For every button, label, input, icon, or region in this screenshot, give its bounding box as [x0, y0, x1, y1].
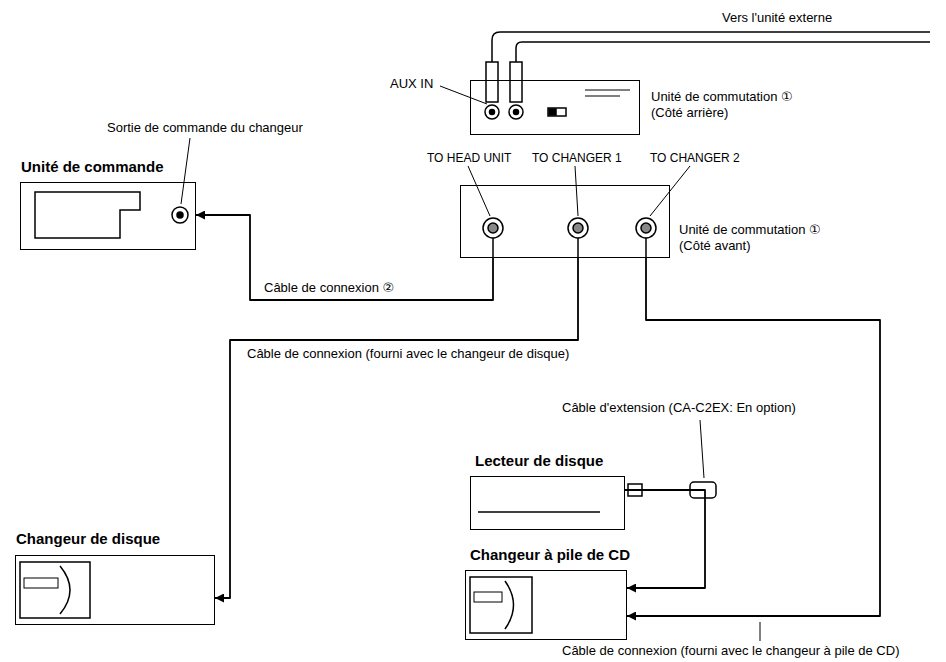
device-heading: Changeur de disque	[16, 531, 160, 547]
cable	[196, 215, 493, 300]
port-label: TO CHANGER 2	[648, 150, 742, 166]
panel-print	[585, 96, 620, 97]
disc-changer: Changeur de disque	[15, 555, 215, 625]
din-port	[573, 223, 583, 233]
cable-label: Câble d'extension (CA-C2EX: En option)	[560, 400, 798, 416]
cable	[625, 490, 705, 588]
aux-jack	[509, 105, 523, 119]
switch-unit-rear: Unité de commutation ① (Côté arrière)	[470, 80, 640, 135]
disc-player: Lecteur de disque	[470, 476, 625, 530]
din-port	[483, 218, 503, 238]
front-panel	[20, 562, 90, 618]
switch-unit-front: Unité de commutation ① (Côté avant)	[460, 185, 670, 258]
control-unit: Unité de commande	[20, 182, 196, 250]
aux-cable	[492, 32, 930, 62]
cable-label: Câble de connexion ②	[262, 280, 396, 296]
din-port	[641, 223, 651, 233]
front-panel	[505, 581, 514, 629]
din-port	[636, 218, 656, 238]
leader-line	[700, 420, 704, 478]
cable-label: Câble de connexion (fourni avec le chang…	[560, 643, 901, 659]
panel-print	[585, 90, 630, 91]
device-heading: Changeur à pile de CD	[470, 547, 630, 563]
destination-label: Vers l'unité externe	[720, 10, 834, 26]
plug	[577, 238, 579, 258]
plug	[645, 238, 647, 258]
output-label: Sortie de commande du changeur	[105, 120, 305, 136]
aux-jack-pin	[490, 110, 495, 115]
din-port	[488, 223, 498, 233]
jack-label: AUX IN	[388, 76, 435, 92]
aux-jack-pin	[514, 110, 519, 115]
plug	[492, 238, 494, 258]
changer-output-jack	[177, 212, 183, 218]
cable-label: Câble de connexion (fourni avec le chang…	[245, 346, 571, 362]
leader-line	[440, 86, 487, 104]
device-heading: Unité de commande	[21, 159, 164, 175]
port-label: TO HEAD UNIT	[425, 150, 513, 166]
port-label: TO CHANGER 1	[530, 150, 624, 166]
device-heading: Lecteur de disque	[475, 453, 603, 469]
device-heading: Unité de commutation ① (Côté avant)	[679, 222, 829, 254]
disc-slot	[478, 511, 600, 513]
aux-jack	[485, 105, 499, 119]
aux-cable	[516, 42, 930, 62]
din-port	[568, 218, 588, 238]
rca-plug	[486, 62, 498, 102]
front-panel	[60, 566, 70, 614]
rca-plug	[510, 62, 522, 102]
display-panel	[35, 192, 140, 238]
leader-line	[181, 138, 190, 204]
leader-line	[760, 622, 761, 641]
leader-line	[575, 166, 578, 216]
selector-switch	[549, 109, 556, 115]
leader-line	[650, 166, 690, 216]
cd-stack-changer: Changeur à pile de CD	[465, 570, 627, 640]
brand-plate	[474, 592, 502, 602]
changer-output-jack	[172, 207, 188, 223]
leader-line	[468, 166, 490, 216]
front-panel	[470, 577, 532, 633]
brand-plate	[24, 578, 58, 588]
selector-switch	[548, 108, 566, 116]
device-heading: Unité de commutation ① (Côté arrière)	[651, 89, 806, 121]
cable	[627, 258, 880, 616]
